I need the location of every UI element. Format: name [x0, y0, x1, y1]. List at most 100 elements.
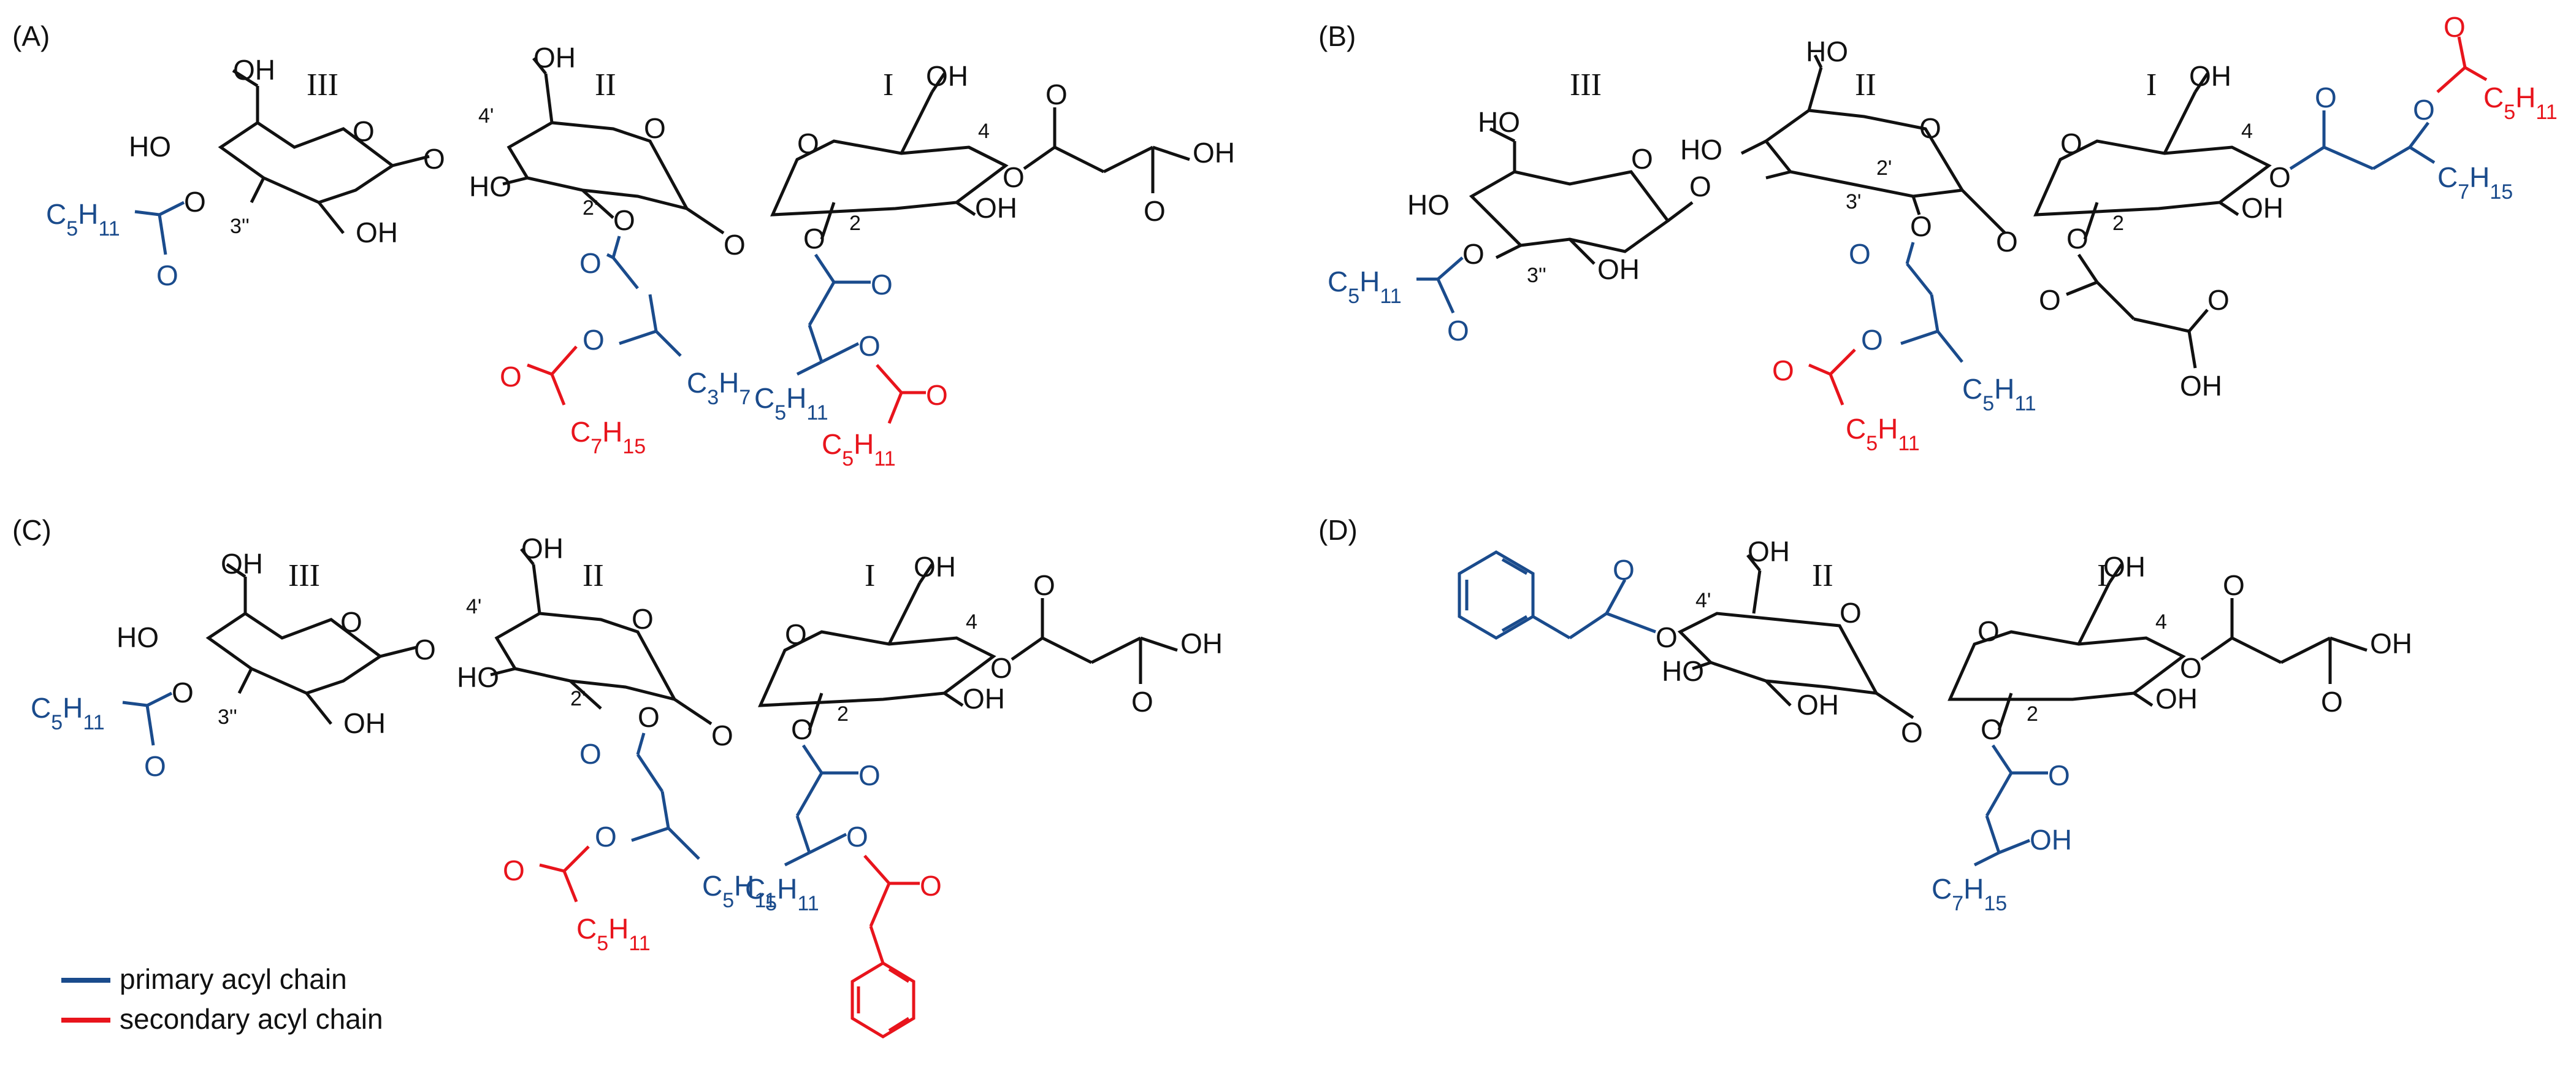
- acyl-oxygen: O: [803, 223, 825, 255]
- hydroxyl: HO: [129, 131, 171, 163]
- alkyl-group: C5H11: [745, 873, 819, 915]
- glycosidic-oxygen: O: [724, 229, 746, 261]
- carbonyl-oxygen: O: [2321, 686, 2343, 718]
- glycosidic-oxygen: O: [711, 720, 733, 751]
- glycosidic-oxygen: O: [1996, 226, 2018, 258]
- hydroxyl: OH: [2241, 192, 2284, 224]
- ester-oxygen: O: [1003, 161, 1025, 193]
- ring-label-ii: II: [595, 67, 616, 102]
- panel-label: (D): [1318, 514, 1358, 546]
- sugar-ring-iii: [205, 563, 418, 725]
- ring-label-ii: II: [1855, 67, 1876, 102]
- sugar-ring-i: [1947, 563, 2186, 731]
- position-label: 2': [583, 196, 598, 220]
- position-label: 2: [837, 702, 849, 726]
- ring-oxygen: O: [1919, 112, 1941, 144]
- hydroxyl: HO: [469, 171, 511, 202]
- secondary-acyl-chain: [1808, 348, 1856, 405]
- panel-d: (D) II I O O OH HO OH O 4' O: [1318, 514, 2412, 915]
- panel-label: (C): [12, 514, 52, 546]
- carbonyl-oxygen: O: [579, 738, 602, 770]
- primary-acyl-chain: [1458, 550, 1656, 640]
- primary-acyl-chain: [1416, 256, 1464, 314]
- sugar-ring-i: [770, 72, 1009, 240]
- position-label: 4': [478, 104, 494, 128]
- hydroxyl: OH: [963, 683, 1005, 715]
- glycosidic-oxygen: O: [414, 634, 436, 666]
- alkyl-group: C5H11: [31, 692, 105, 734]
- secondary-acyl-chain: [527, 345, 578, 405]
- carbonyl-oxygen: O: [1144, 195, 1166, 227]
- ring-label-iii: III: [1570, 67, 1602, 102]
- carboxyl-oh: OH: [1193, 137, 1235, 169]
- carbonyl-oxygen: O: [926, 379, 948, 411]
- ring-oxygen: O: [1840, 597, 1862, 629]
- ring-label-i: I: [2146, 67, 2157, 102]
- alkyl-group: C5H11: [46, 198, 120, 240]
- primary-acyl-chain: [134, 201, 185, 255]
- ring-label-i: I: [2097, 558, 2108, 593]
- succinyl-chain: [1011, 598, 1178, 684]
- alkyl-group: C5H11: [2483, 82, 2558, 124]
- hydroxyl: HO: [1407, 189, 1450, 221]
- carbonyl-oxygen: O: [503, 855, 525, 886]
- ring-oxygen: O: [785, 618, 807, 650]
- ring-oxygen: O: [340, 606, 362, 638]
- hydroxyl: HO: [1662, 655, 1704, 687]
- ring-label-iii: III: [288, 558, 320, 593]
- alkyl-group: C5H11: [576, 913, 651, 955]
- hydroxyl: OH: [2155, 683, 2198, 715]
- carbonyl-oxygen: O: [2048, 759, 2070, 791]
- carbonyl-oxygen: O: [156, 259, 178, 291]
- panel-b: (B) III II I HO HO O OH 3'' O HO: [1318, 11, 2558, 455]
- primary-acyl-chain: [122, 691, 173, 746]
- position-label: 3'': [230, 215, 250, 238]
- alkyl-group: C5H11: [1846, 413, 1920, 455]
- ring-label-ii: II: [1812, 558, 1833, 593]
- carbonyl-oxygen: O: [2223, 569, 2245, 601]
- carboxyl-oh: OH: [2180, 370, 2222, 402]
- glycosidic-oxygen: O: [423, 143, 445, 175]
- acyl-oxygen: O: [791, 713, 813, 745]
- position-label: 4: [2155, 610, 2167, 634]
- ring-oxygen: O: [353, 115, 375, 147]
- ester-oxygen: O: [1861, 324, 1883, 356]
- position-label: 2': [1876, 156, 1892, 180]
- alkyl-group: C5H11: [754, 382, 828, 425]
- hydroxyl: HO: [1806, 36, 1848, 67]
- glycosidic-oxygen: O: [1689, 171, 1711, 202]
- alkyl-group: C7H15: [570, 416, 646, 458]
- acyl-oxygen: O: [2066, 223, 2089, 255]
- alkyl-group: C5H11: [1328, 266, 1402, 308]
- ester-oxygen: O: [2413, 94, 2435, 126]
- sugar-ring-ii: [502, 57, 725, 235]
- hydroxyl: OH: [356, 217, 398, 248]
- ring-oxygen: O: [797, 128, 819, 159]
- hydroxyl: OH: [521, 532, 564, 564]
- primary-acyl-chain: [784, 744, 858, 867]
- carbonyl-oxygen: O: [144, 750, 166, 782]
- carboxyl-oh: OH: [2370, 628, 2412, 659]
- hydroxyl: OH: [233, 54, 275, 86]
- succinyl-chain: [1023, 107, 1190, 193]
- hydroxyl: OH: [975, 192, 1017, 224]
- acyl-oxygen: O: [613, 204, 635, 236]
- carbonyl-oxygen: O: [579, 247, 602, 279]
- acyl-oxygen: O: [638, 701, 660, 733]
- position-label: 4': [466, 595, 481, 618]
- carbonyl-oxygen: O: [1033, 569, 1055, 601]
- carbonyl-oxygen: O: [1131, 686, 1153, 718]
- ring-label-iii: III: [307, 67, 338, 102]
- carbonyl-oxygen: O: [1772, 355, 1794, 386]
- position-label: 4': [1695, 589, 1711, 612]
- secondary-acyl-chain: [850, 855, 920, 1039]
- carbonyl-oxygen: O: [2444, 11, 2466, 43]
- carbonyl-oxygen: O: [2039, 284, 2061, 316]
- position-label: 2: [849, 212, 861, 235]
- position-label: 2: [2027, 702, 2038, 726]
- sugar-ring-i: [2033, 72, 2272, 240]
- secondary-acyl-chain: [2436, 36, 2488, 93]
- primary-acyl-chain: [2289, 110, 2436, 171]
- carbonyl-oxygen: O: [1849, 238, 1871, 270]
